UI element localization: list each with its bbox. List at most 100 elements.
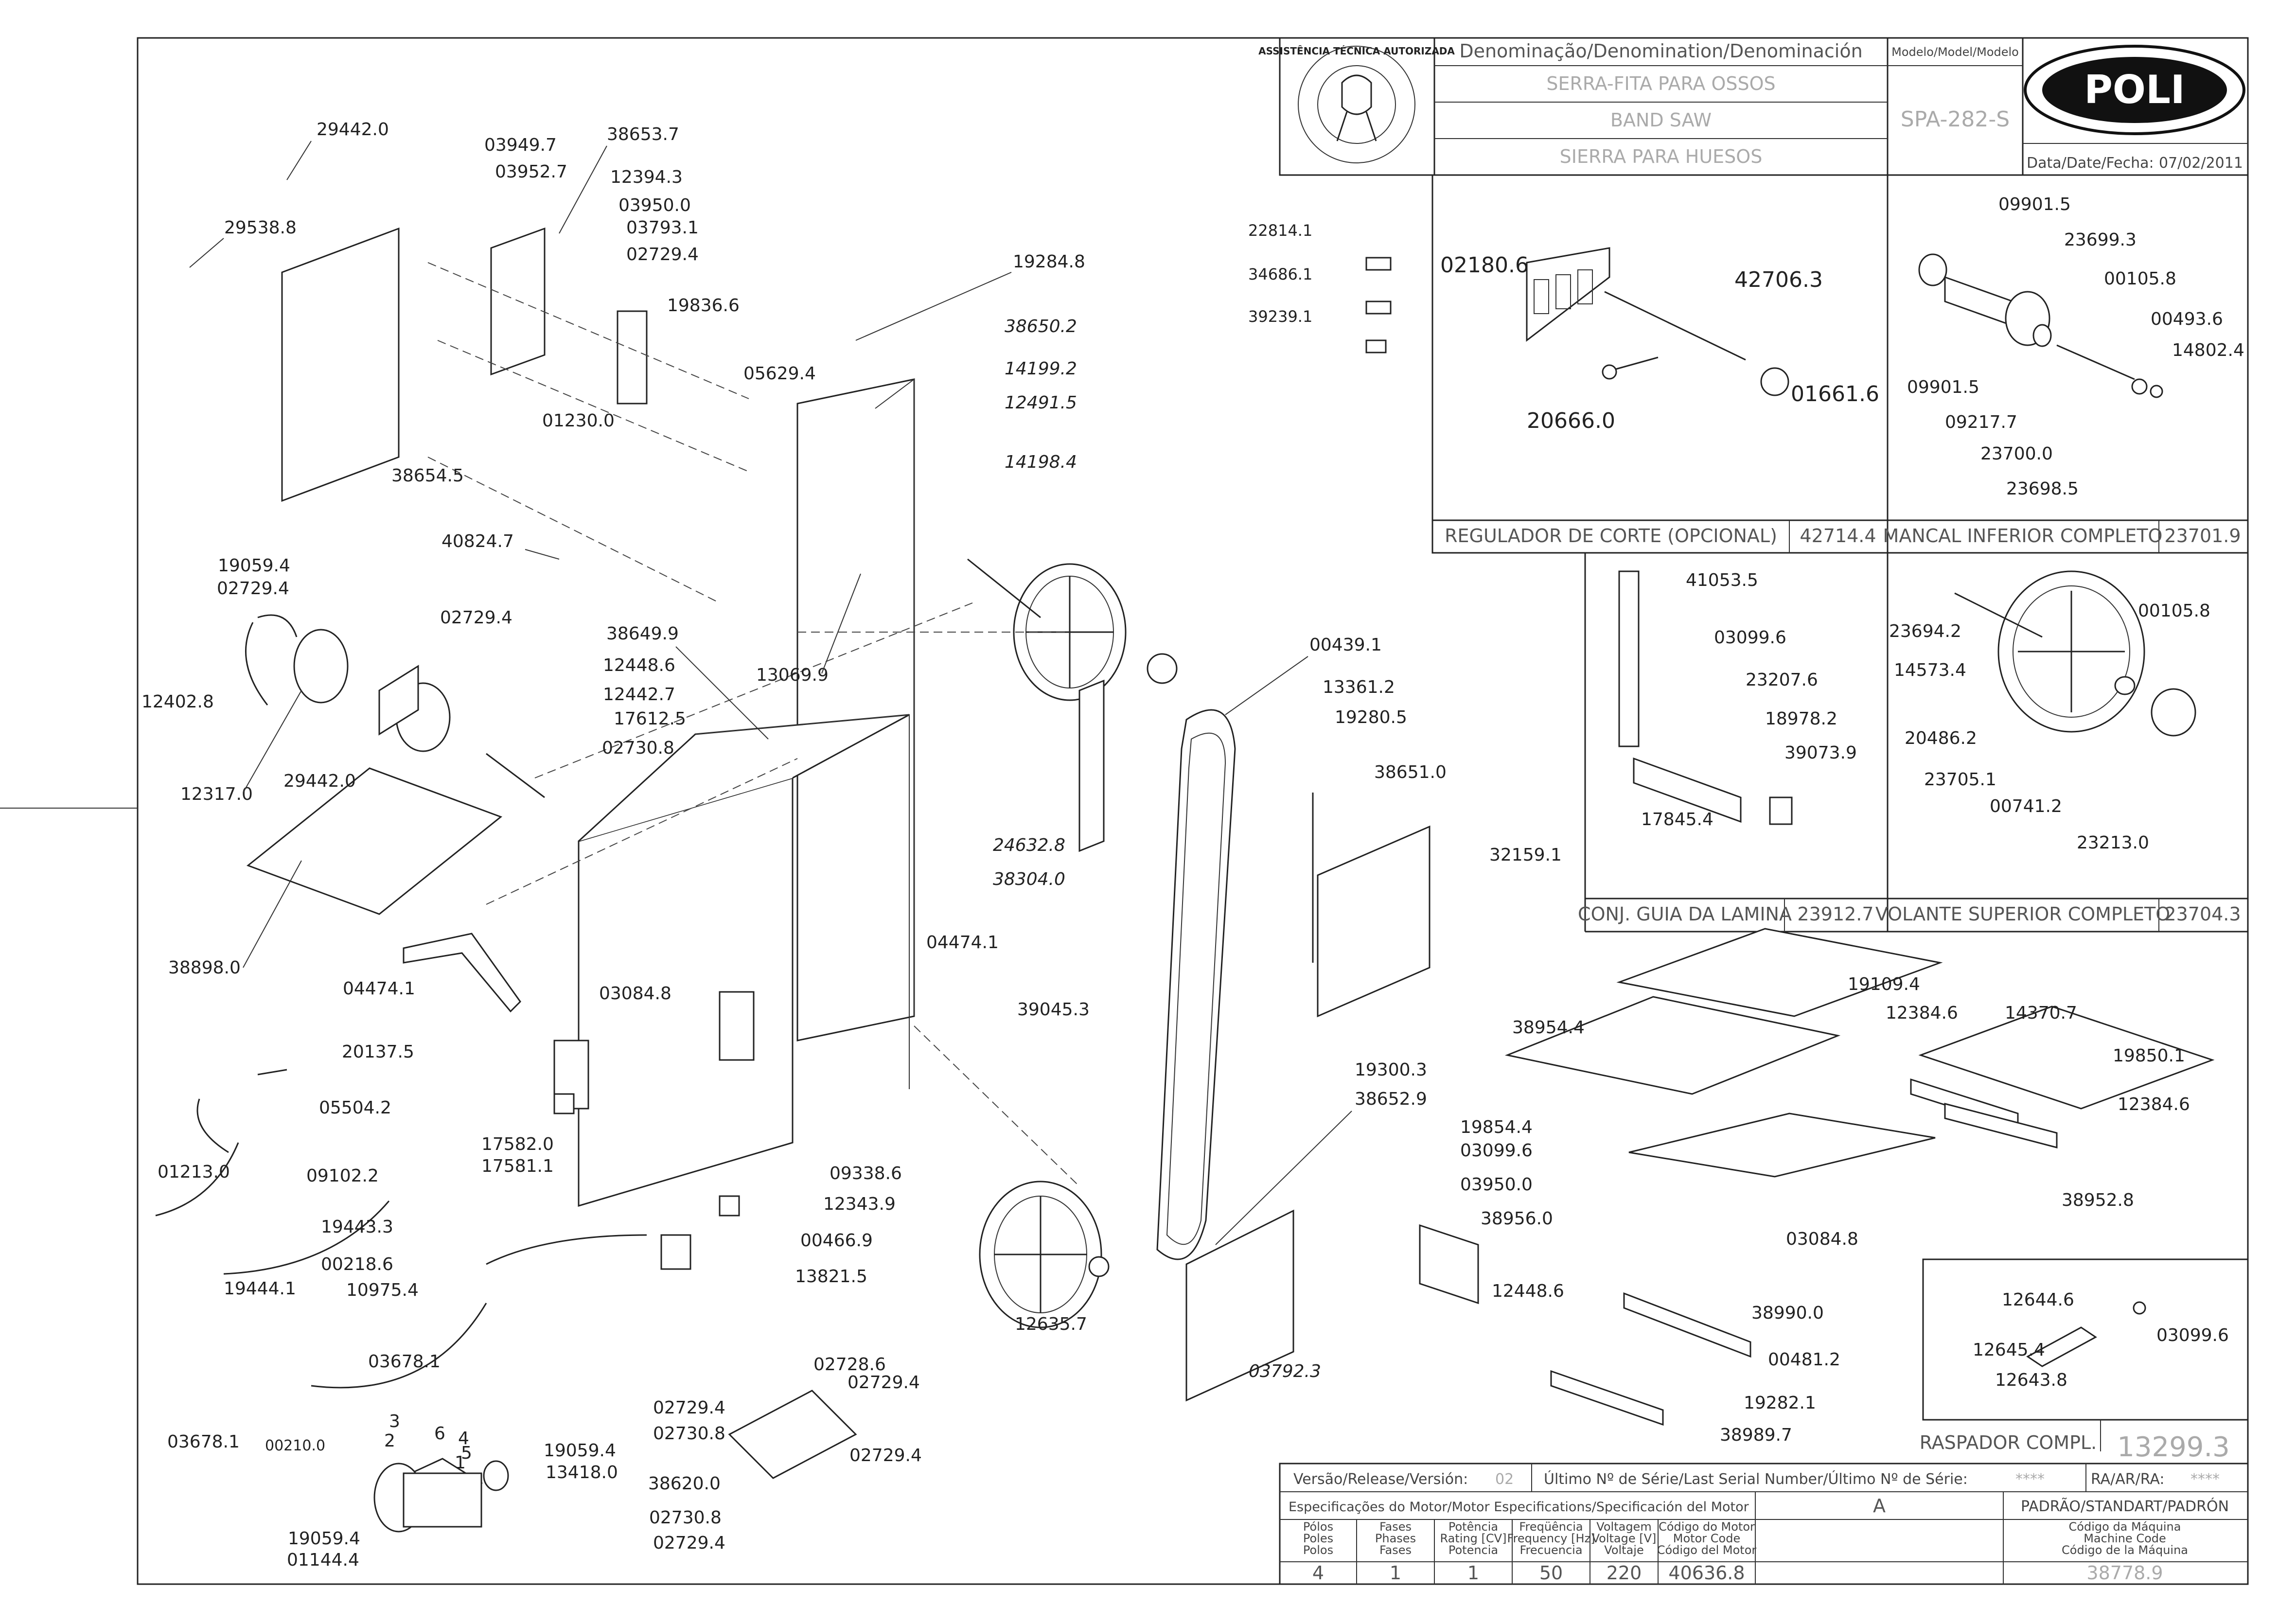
part-label: 14199.2 [1005, 359, 1077, 379]
part-label: 39045.3 [1017, 1000, 1090, 1020]
part-label: 12448.6 [603, 655, 675, 675]
part-label: 41053.5 [1686, 570, 1758, 590]
part-label: 19836.6 [667, 296, 740, 316]
spec-column-poles: Pólos Poles Polos 4 [1303, 1520, 1333, 1584]
part-label: 38954.4 [1512, 1018, 1585, 1038]
part-label: 03099.6 [2156, 1325, 2229, 1345]
product-name-es: SIERRA PARA HUESOS [1560, 146, 1763, 167]
subassembly-code: 23704.3 [2164, 903, 2241, 925]
svg-text:Fases: Fases [1379, 1543, 1412, 1557]
part-label: 20486.2 [1905, 728, 1977, 748]
motor-variant: A [1873, 1495, 1886, 1517]
part-label: 17612.5 [614, 709, 686, 729]
part-label: 38956.0 [1481, 1209, 1553, 1229]
part-label: 03950.0 [1460, 1175, 1533, 1195]
authorized-service-seal: ASSISTÊNCIA TÉCNICA AUTORIZADA [1258, 45, 1455, 163]
spec-value: 4 [1312, 1562, 1324, 1584]
part-label: 00481.2 [1768, 1350, 1840, 1370]
part-label: 00493.6 [2151, 309, 2223, 329]
part-label: 03792.3 [1249, 1361, 1321, 1381]
part-label: 00210.0 [265, 1437, 325, 1454]
part-label: 19280.5 [1335, 707, 1407, 727]
part-label: 02180.6 [1440, 253, 1529, 278]
part-label: 00439.1 [1309, 635, 1382, 655]
part-label: 38649.9 [606, 624, 679, 644]
part-label: 19444.1 [224, 1279, 296, 1299]
subassembly-name: REGULADOR DE CORTE (OPCIONAL) [1445, 525, 1777, 547]
svg-text:Phases: Phases [1375, 1532, 1416, 1545]
part-label: 00218.6 [321, 1254, 393, 1274]
poli-logo: POLI [2024, 45, 2245, 135]
part-label: 39239.1 [1248, 307, 1312, 326]
part-label: 38651.0 [1374, 762, 1447, 782]
part-label: 19059.4 [218, 556, 290, 576]
part-label: 03950.0 [618, 195, 691, 215]
release-label: Versão/Release/Versión: [1293, 1471, 1468, 1488]
part-label: 05629.4 [743, 364, 816, 384]
part-label: 12644.6 [2002, 1290, 2074, 1310]
wire-number: 6 [434, 1424, 445, 1444]
part-label: 14198.4 [1005, 452, 1077, 472]
part-label: 12645.4 [1973, 1340, 2045, 1360]
part-label: 23207.6 [1746, 670, 1818, 690]
part-label: 38654.5 [391, 466, 464, 486]
part-label: 19282.1 [1744, 1393, 1816, 1413]
spec-value: 1 [1390, 1562, 1401, 1584]
part-label: 09901.5 [1998, 194, 2071, 214]
part-label: 29442.0 [317, 120, 389, 140]
subassembly-code: 23912.7 [1797, 903, 1873, 925]
part-label: 02729.4 [217, 579, 289, 599]
title-block: ASSISTÊNCIA TÉCNICA AUTORIZADA Denominaç… [1258, 37, 2249, 176]
svg-text:Voltagem: Voltagem [1596, 1520, 1651, 1534]
subassembly-code: 23701.9 [2164, 525, 2241, 547]
part-label: 01661.6 [1791, 382, 1879, 406]
part-label: 13821.5 [795, 1267, 867, 1287]
part-label: 03084.8 [1786, 1229, 1858, 1249]
svg-text:Poles: Poles [1303, 1532, 1333, 1545]
wire-number: 5 [461, 1443, 472, 1463]
part-number-labels: 29442.0 29538.8 38654.5 03949.7 03952.7 … [141, 120, 2244, 1570]
product-name-pt: SERRA-FITA PARA OSSOS [1546, 73, 1775, 94]
wire-number: 2 [384, 1431, 395, 1451]
part-label: 00105.8 [2104, 269, 2176, 289]
subassembly-name: VOLANTE SUPERIOR COMPLETO [1875, 903, 2170, 925]
part-label: 34686.1 [1248, 265, 1312, 283]
part-label: 38620.0 [648, 1474, 721, 1494]
svg-text:Machine Code: Machine Code [2084, 1532, 2166, 1545]
subassembly-panels: REGULADOR DE CORTE (OPCIONAL) 42714.4 MA… [1431, 174, 2249, 1463]
part-label: 23694.2 [1889, 621, 1961, 641]
subassembly-name: RASPADOR COMPL. [1920, 1432, 2097, 1453]
denomination-header: Denominação/Denomination/Denominación [1459, 40, 1862, 62]
spec-column-voltage: Voltagem Voltage [V] Voltaje 220 [1592, 1520, 1657, 1584]
part-label: 19300.3 [1355, 1060, 1427, 1080]
part-label: 03952.7 [495, 162, 567, 182]
subassembly-code: 13299.3 [2117, 1431, 2230, 1463]
part-label: 09901.5 [1907, 377, 1979, 397]
brand-name: POLI [2084, 67, 2185, 112]
part-label: 02729.4 [848, 1373, 920, 1393]
svg-text:Frequency [Hz]: Frequency [Hz] [1507, 1532, 1595, 1545]
svg-text:Potencia: Potencia [1448, 1543, 1498, 1557]
part-label: 00466.9 [800, 1231, 873, 1251]
model-value: SPA-282-S [1901, 107, 2010, 132]
svg-text:Fases: Fases [1379, 1520, 1412, 1534]
part-label: 20666.0 [1527, 408, 1615, 433]
part-label: 03084.8 [599, 984, 671, 1004]
seal-text: ASSISTÊNCIA TÉCNICA AUTORIZADA [1258, 45, 1455, 57]
spec-column-rating: Potência Rating [CV] Potencia 1 [1440, 1520, 1507, 1584]
part-label: 13361.2 [1323, 677, 1395, 697]
part-label: 01213.0 [158, 1162, 230, 1182]
part-label: 38898.0 [168, 958, 241, 978]
part-label: 02729.4 [849, 1446, 922, 1465]
part-label: 12448.6 [1492, 1281, 1564, 1301]
part-label: 12402.8 [141, 692, 214, 712]
part-label: 29538.8 [224, 218, 297, 238]
main-exploded-view [155, 227, 2215, 1533]
part-label: 00105.8 [2138, 601, 2210, 621]
serial-label: Último Nº de Série/Last Serial Number/Úl… [1544, 1470, 1968, 1488]
part-label: 38650.2 [1005, 317, 1077, 336]
part-label: 09102.2 [306, 1166, 379, 1186]
part-label: 10975.4 [346, 1280, 419, 1300]
part-label: 00741.2 [1990, 796, 2062, 816]
